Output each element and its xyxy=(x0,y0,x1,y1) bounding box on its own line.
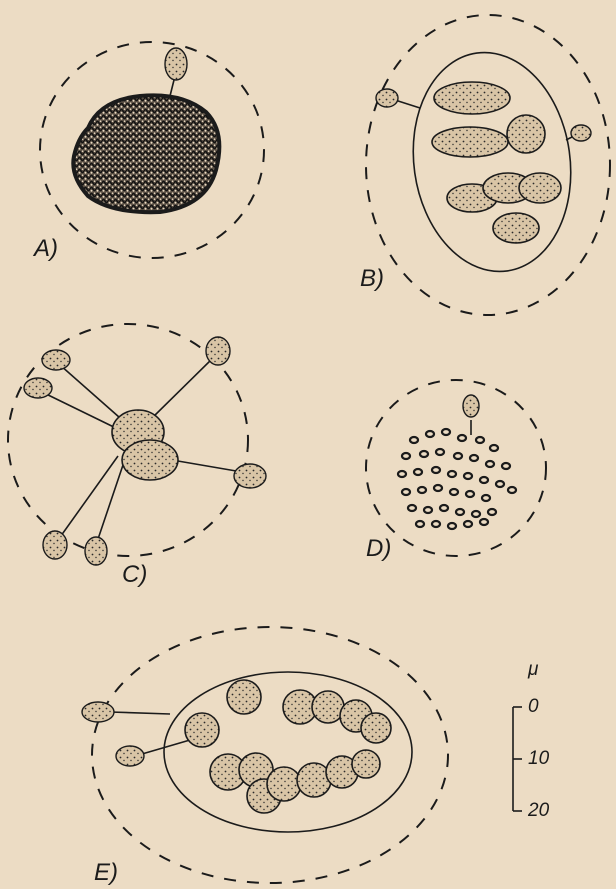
panel-b-zoospore-flagellum xyxy=(395,100,420,108)
panel-e-spore xyxy=(361,713,391,743)
panel-e-spore xyxy=(267,767,301,801)
panel-d-zoospore xyxy=(463,395,479,417)
panel-b-sporangium-wall xyxy=(399,42,584,282)
panel-c-zoospore xyxy=(43,531,67,559)
panel-b-spore xyxy=(519,173,561,203)
panel-d-envelope xyxy=(366,380,546,556)
panel-c xyxy=(8,324,266,565)
panel-b-spore xyxy=(507,115,545,153)
panel-d-label: D) xyxy=(366,535,391,562)
panel-c-zoospore xyxy=(42,350,70,370)
panel-e-zoospore xyxy=(82,702,114,722)
panel-e-zoospore-flagellum xyxy=(110,712,170,714)
panel-c-flagellum xyxy=(172,460,242,472)
panel-a xyxy=(40,42,264,258)
panel-d-spore-mass xyxy=(398,429,516,529)
panel-c-label: C) xyxy=(122,561,147,588)
panel-b-spore xyxy=(434,82,510,114)
scale-bar: μ 0 10 20 xyxy=(513,659,550,821)
panel-c-zoospore xyxy=(24,378,52,398)
panel-a-label: A) xyxy=(32,235,58,262)
scale-tick-label: 0 xyxy=(528,696,539,717)
panel-a-zoospore-flagellum xyxy=(170,80,174,96)
panel-e-spore xyxy=(312,691,344,723)
panel-a-zoospore xyxy=(165,48,187,80)
panel-c-zoospore xyxy=(234,464,266,488)
panel-d xyxy=(366,380,546,556)
panel-e-envelope xyxy=(92,627,448,883)
panel-b-label: B) xyxy=(360,265,384,292)
panel-c-zoospore xyxy=(206,337,230,365)
panel-b-zoospore xyxy=(376,89,398,107)
panel-e-spore xyxy=(352,750,380,778)
scale-tick-label: 10 xyxy=(528,748,550,769)
panel-b-spore xyxy=(493,213,539,243)
panel-c-flagellum xyxy=(96,462,124,545)
panel-e-zoospore xyxy=(116,746,144,766)
panel-e-spore xyxy=(227,680,261,714)
panel-b-spore xyxy=(432,127,508,157)
scale-unit: μ xyxy=(527,659,539,680)
panel-e xyxy=(82,627,448,883)
panel-e-spore xyxy=(185,713,219,747)
panel-e-zoospore-flagellum xyxy=(142,740,190,754)
panel-c-flagellum xyxy=(58,456,118,540)
panel-c-flagellum xyxy=(42,392,124,432)
panel-b xyxy=(366,15,610,315)
panel-c-flagellum xyxy=(150,357,214,420)
panel-c-zoospore xyxy=(85,537,107,565)
panel-c-cell xyxy=(122,440,178,480)
scale-tick-label: 20 xyxy=(527,800,550,821)
panel-a-cell xyxy=(73,95,219,212)
panel-e-label: E) xyxy=(94,859,118,886)
panel-c-flagellum xyxy=(60,365,128,425)
panel-b-zoospore xyxy=(571,125,591,141)
